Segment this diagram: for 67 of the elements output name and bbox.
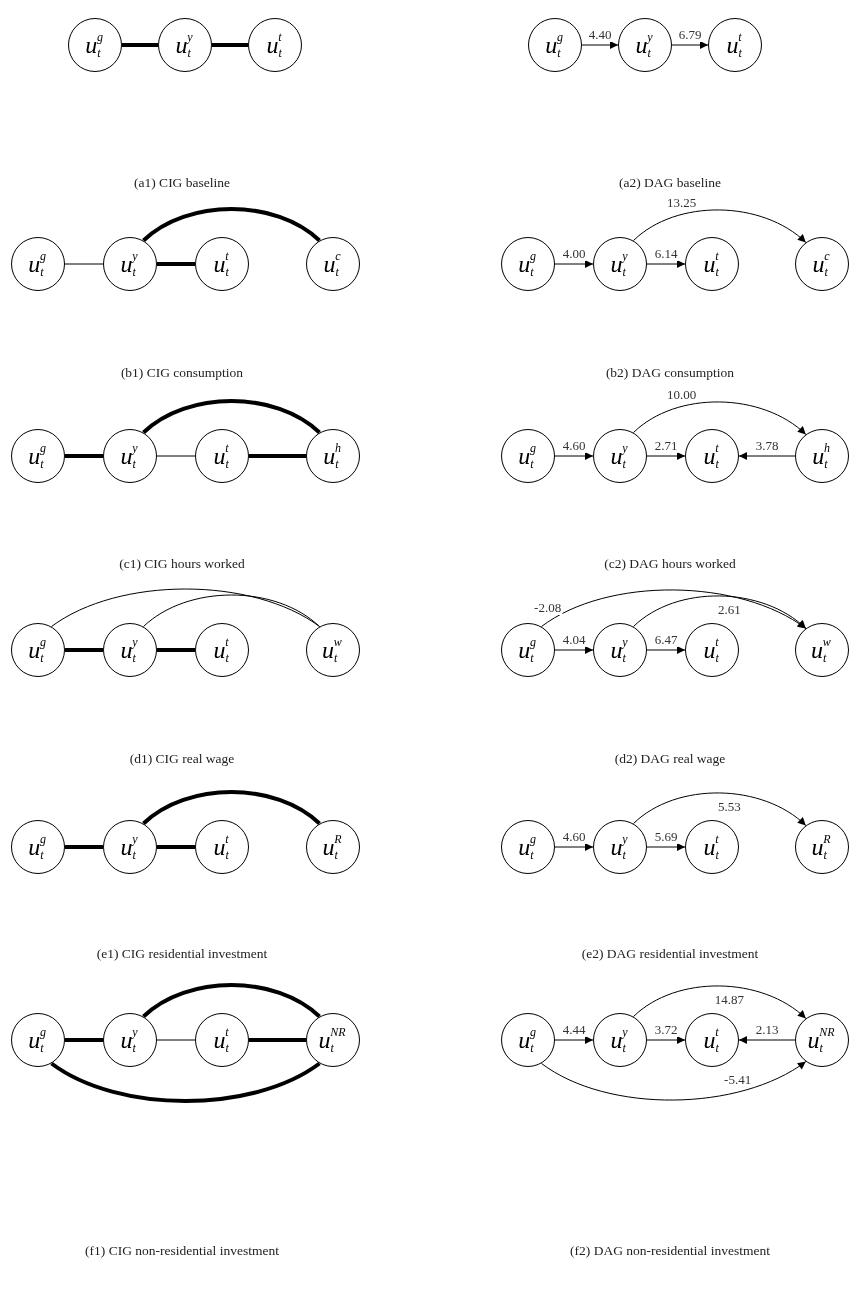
panel-caption: (b1) CIG consumption xyxy=(120,365,244,381)
arrow xyxy=(646,452,686,460)
connector-line xyxy=(142,399,321,435)
arrow xyxy=(554,260,594,268)
arrow xyxy=(646,1036,686,1044)
edge-label: 6.79 xyxy=(677,28,703,42)
connector-line xyxy=(156,1039,196,1041)
connector-line xyxy=(65,845,103,849)
arrow xyxy=(633,792,807,826)
arrow xyxy=(554,452,594,460)
connector-line xyxy=(142,983,321,1019)
connector-line xyxy=(249,1038,306,1042)
arrow xyxy=(738,452,796,460)
connector-line xyxy=(122,43,158,47)
connector-line xyxy=(65,1038,103,1042)
edge-label: 2.71 xyxy=(653,439,679,453)
connector-line xyxy=(157,845,195,849)
arrow xyxy=(633,595,807,629)
arrow xyxy=(541,1061,807,1101)
edge-label: 5.69 xyxy=(653,830,679,844)
connector-line xyxy=(156,455,196,457)
panel-caption: (a2) DAG baseline xyxy=(619,175,721,191)
edge-label: 4.00 xyxy=(561,247,587,261)
edge-label: 3.72 xyxy=(653,1023,679,1037)
arrow xyxy=(633,985,807,1019)
connector-line xyxy=(65,648,103,652)
arrow xyxy=(554,843,594,851)
edge-label: 4.60 xyxy=(561,439,587,453)
arrow xyxy=(738,1036,796,1044)
connector-line xyxy=(142,790,321,826)
edge-label: 4.44 xyxy=(561,1023,587,1037)
arrow xyxy=(581,41,619,49)
edge-label: 4.40 xyxy=(587,28,613,42)
connector-line xyxy=(64,263,104,265)
edge-label: 4.04 xyxy=(561,633,587,647)
edge-label: 2.13 xyxy=(754,1023,780,1037)
panel-caption: (c1) CIG hours worked xyxy=(119,556,245,572)
connector-line xyxy=(212,43,248,47)
connector-line xyxy=(65,454,103,458)
arrow xyxy=(633,401,807,435)
arrow xyxy=(646,843,686,851)
arrow xyxy=(646,260,686,268)
arrow xyxy=(646,646,686,654)
connector-line xyxy=(157,648,195,652)
panel-caption: (e2) DAG residential investment xyxy=(581,946,759,962)
edge-label: -2.08 xyxy=(533,601,563,616)
panel-caption: (b2) DAG consumption xyxy=(605,365,735,381)
arrow xyxy=(633,209,807,243)
panel-caption: (f1) CIG non-residential investment xyxy=(85,1243,279,1259)
panel-caption: (c2) DAG hours worked xyxy=(604,556,736,572)
panel-caption: (d2) DAG real wage xyxy=(614,751,726,767)
panel-caption: (f2) DAG non-residential investment xyxy=(570,1243,770,1259)
connector-line xyxy=(157,262,195,266)
connector-line xyxy=(142,207,321,243)
arrow xyxy=(671,41,709,49)
panel-caption: (d1) CIG real wage xyxy=(129,751,235,767)
connector-line xyxy=(249,454,306,458)
edge-label: 6.14 xyxy=(653,247,679,261)
connector-line xyxy=(143,594,320,627)
edge-label: 6.47 xyxy=(653,633,679,647)
arrow xyxy=(554,646,594,654)
panel-caption: (e1) CIG residential investment xyxy=(96,946,268,962)
arrow xyxy=(554,1036,594,1044)
edge-label: 3.78 xyxy=(754,439,780,453)
connector-line xyxy=(50,1061,321,1103)
panel-caption: (a1) CIG baseline xyxy=(134,175,230,191)
edge-label: 4.60 xyxy=(561,830,587,844)
